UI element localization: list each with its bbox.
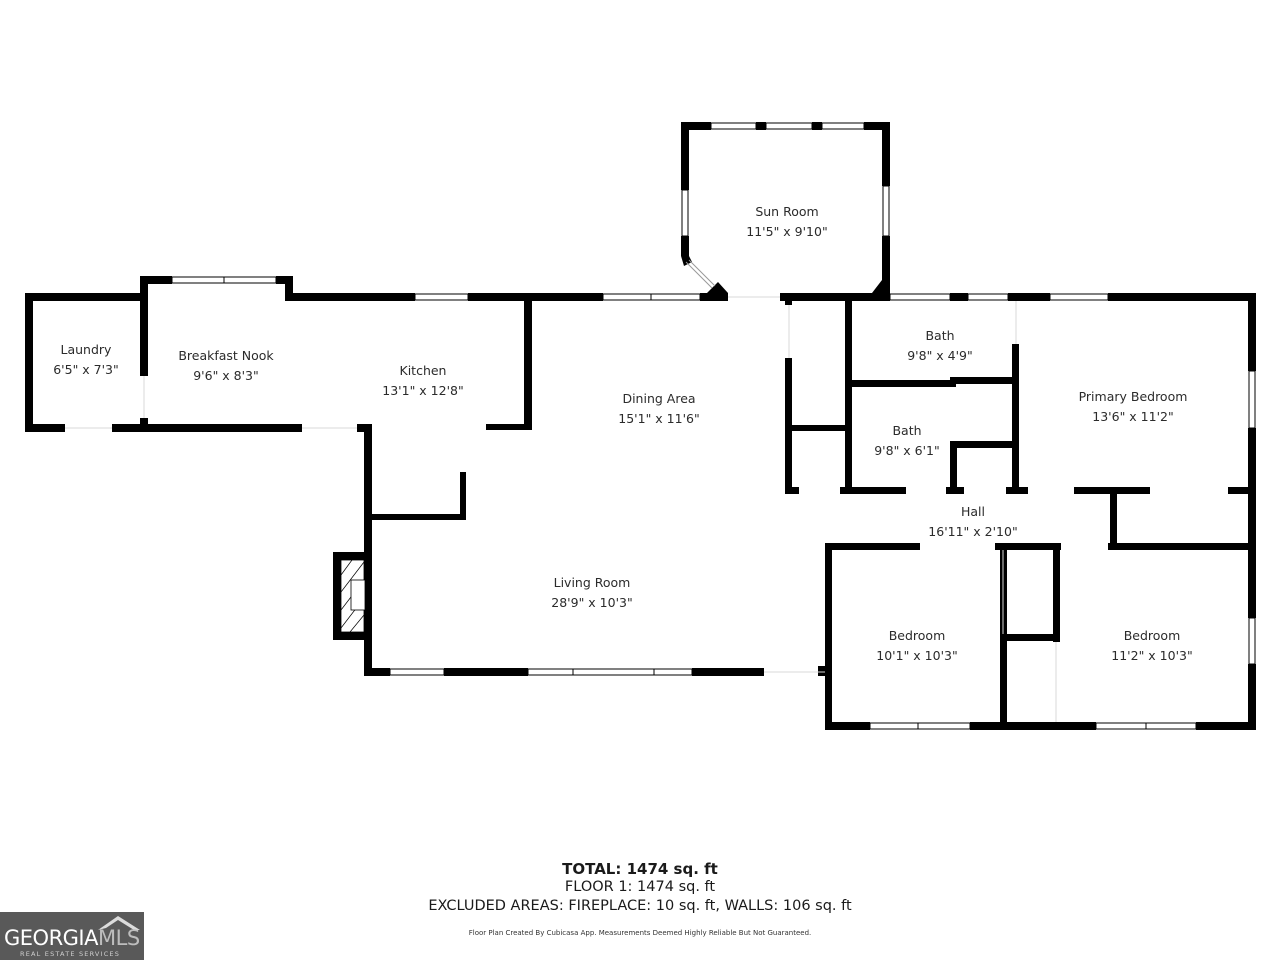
room-size: 9'6" x 8'3" <box>193 368 259 383</box>
logo-brand: GEORGIAMLS <box>4 926 140 950</box>
room-name: Sun Room <box>755 204 819 219</box>
room-name: Bedroom <box>1123 628 1181 643</box>
room-name: Dining Area <box>622 391 696 406</box>
logo-tagline: REAL ESTATE SERVICES <box>20 950 121 958</box>
room-size: 11'5" x 9'10" <box>746 224 828 239</box>
fireplace <box>340 559 366 633</box>
georgia-mls-logo: GEORGIAMLS REAL ESTATE SERVICES <box>0 912 144 960</box>
room-living-room: Living Room 28'9" x 10'3" <box>551 573 632 613</box>
sunroom-angled-wall <box>681 256 716 289</box>
excluded-areas: EXCLUDED AREAS: FIREPLACE: 10 sq. ft, WA… <box>428 898 852 914</box>
room-hall: Hall 16'11" x 2'10" <box>928 502 1017 542</box>
windows <box>171 122 1256 730</box>
room-name: Bath <box>892 423 922 438</box>
room-name: Bedroom <box>888 628 946 643</box>
room-size: 13'6" x 11'2" <box>1092 409 1174 424</box>
total-area: TOTAL: 1474 sq. ft <box>562 860 718 878</box>
room-bath-lower: Bath 9'8" x 6'1" <box>874 421 940 461</box>
room-dining-area: Dining Area 15'1" x 11'6" <box>618 389 699 429</box>
room-sun-room: Sun Room 11'5" x 9'10" <box>746 202 827 242</box>
room-name: Primary Bedroom <box>1078 389 1188 404</box>
room-size: 10'1" x 10'3" <box>876 648 958 663</box>
room-bedroom-right: Bedroom 11'2" x 10'3" <box>1111 626 1192 666</box>
room-kitchen: Kitchen 13'1" x 12'8" <box>382 361 463 401</box>
disclaimer: Floor Plan Created By Cubicasa App. Meas… <box>468 929 812 937</box>
roof-icon <box>98 916 140 930</box>
room-size: 13'1" x 12'8" <box>382 383 464 398</box>
room-name: Kitchen <box>399 363 447 378</box>
room-breakfast-nook: Breakfast Nook 9'6" x 8'3" <box>178 346 273 386</box>
walls <box>25 122 1256 730</box>
openings <box>65 296 1057 722</box>
room-size: 15'1" x 11'6" <box>618 411 700 426</box>
floor-area: FLOOR 1: 1474 sq. ft <box>564 879 716 895</box>
room-size: 9'8" x 4'9" <box>907 348 973 363</box>
room-name: Hall <box>960 504 986 519</box>
room-name: Bath <box>925 328 955 343</box>
room-bath-upper: Bath 9'8" x 4'9" <box>907 326 973 366</box>
room-primary-bedroom: Primary Bedroom 13'6" x 11'2" <box>1079 387 1188 427</box>
room-size: 9'8" x 6'1" <box>874 443 940 458</box>
room-name: Living Room <box>553 575 631 590</box>
room-name: Laundry <box>60 342 112 357</box>
room-size: 16'11" x 2'10" <box>928 524 1018 539</box>
room-size: 28'9" x 10'3" <box>551 595 633 610</box>
room-bedroom-left: Bedroom 10'1" x 10'3" <box>876 626 957 666</box>
room-size: 11'2" x 10'3" <box>1111 648 1193 663</box>
room-size: 6'5" x 7'3" <box>53 362 119 377</box>
room-laundry: Laundry 6'5" x 7'3" <box>53 340 119 380</box>
room-name: Breakfast Nook <box>178 348 274 363</box>
